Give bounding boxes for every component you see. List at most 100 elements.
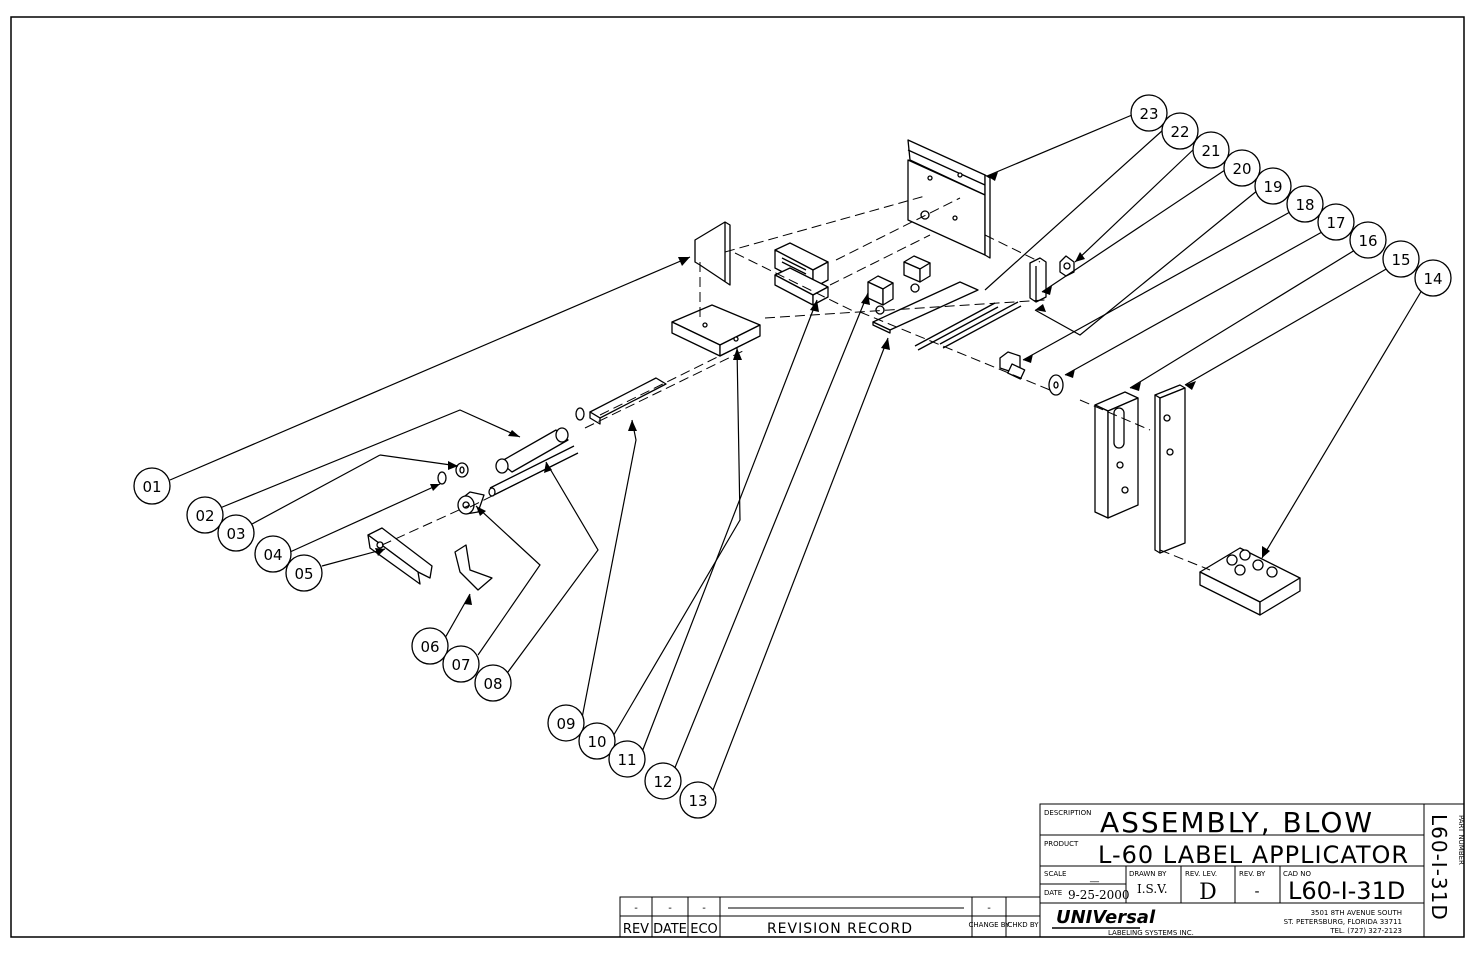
balloon-17: 17 xyxy=(1317,203,1355,241)
title-block xyxy=(1039,803,1465,938)
title-block-text: DESCRIPTION ASSEMBLY, BLOW PRODUCT L-60 … xyxy=(1044,806,1465,937)
part-block xyxy=(671,304,761,357)
svg-text:PRODUCT: PRODUCT xyxy=(1044,840,1079,848)
revision-record-header: REVISION RECORD xyxy=(767,921,913,937)
svg-text:-: - xyxy=(634,903,638,914)
balloon-03: 03 xyxy=(217,514,255,552)
balloon-15: 15 xyxy=(1382,240,1420,278)
description-value: ASSEMBLY, BLOW xyxy=(1100,806,1374,839)
balloon-20: 20 xyxy=(1223,149,1261,187)
svg-text:07: 07 xyxy=(451,656,470,674)
rev-header: REV xyxy=(623,922,649,937)
svg-text:02: 02 xyxy=(195,507,214,525)
balloon-16: 16 xyxy=(1349,221,1387,259)
leader-arrowheads xyxy=(375,172,1270,605)
part-bracket-plate xyxy=(694,221,731,286)
svg-text:05: 05 xyxy=(294,565,313,583)
svg-text:ST. PETERSBURG, FLORIDA 337: ST. PETERSBURG, FLORIDA 33711 xyxy=(1284,918,1402,926)
svg-text:16: 16 xyxy=(1358,232,1377,250)
svg-text:-: - xyxy=(1254,884,1259,900)
svg-text:20: 20 xyxy=(1232,160,1251,178)
part-number-value: L60-I-31D xyxy=(1427,814,1451,921)
svg-text:18: 18 xyxy=(1295,196,1314,214)
svg-text:REV. BY: REV. BY xyxy=(1239,870,1266,878)
part-back-plate xyxy=(907,139,991,259)
svg-text:3501 8TH AVENUE SOUTH: 3501 8TH AVENUE SOUTH xyxy=(1311,909,1402,917)
svg-text:03: 03 xyxy=(226,525,245,543)
part-flag xyxy=(454,544,493,591)
svg-text:09: 09 xyxy=(556,715,575,733)
part-bearing xyxy=(437,462,469,485)
drawn-by-value: I.S.V. xyxy=(1137,882,1168,896)
svg-text:22: 22 xyxy=(1170,123,1189,141)
svg-text:15: 15 xyxy=(1391,251,1410,269)
part-roller xyxy=(495,427,569,474)
svg-text:DESCRIPTION: DESCRIPTION xyxy=(1044,809,1091,817)
balloon-14: 14 xyxy=(1414,259,1452,297)
balloon-22: 22 xyxy=(1161,112,1199,150)
svg-text:12: 12 xyxy=(653,773,672,791)
part-arm xyxy=(367,527,433,585)
svg-text:11: 11 xyxy=(617,751,636,769)
svg-text:CAD NO: CAD NO xyxy=(1283,870,1312,878)
balloon-13: 13 xyxy=(679,781,717,819)
part-nozzle xyxy=(867,255,931,315)
date-value: 9-25-2000 xyxy=(1068,888,1130,902)
rev-level-value: D xyxy=(1199,880,1217,905)
part-tube-plate xyxy=(872,281,1022,351)
svg-text:01: 01 xyxy=(142,478,161,496)
svg-text:-: - xyxy=(668,903,672,914)
balloon-21: 21 xyxy=(1192,131,1230,169)
svg-text:19: 19 xyxy=(1263,178,1282,196)
universal-logo: UNIVersal xyxy=(1056,907,1156,928)
part-flat-rod xyxy=(575,377,667,425)
balloon-04: 04 xyxy=(254,535,292,573)
part-flat-bar xyxy=(1154,384,1186,554)
leader-lines xyxy=(169,114,1423,791)
svg-text:06: 06 xyxy=(420,638,439,656)
balloon-01: 01 xyxy=(133,467,171,505)
part-slotted-bar xyxy=(1094,391,1139,519)
svg-text:23: 23 xyxy=(1139,105,1158,123)
chkd-by-header: CHKD BY xyxy=(1007,921,1039,929)
revision-block-text: - - - - REV DATE ECO REVISION RECORD CHA… xyxy=(623,903,1039,937)
svg-text:21: 21 xyxy=(1201,142,1220,160)
svg-text:DATE: DATE xyxy=(1044,889,1062,897)
svg-text:LABELING SYSTEMS INC.: LABELING SYSTEMS INC. xyxy=(1108,929,1194,937)
part-manifold xyxy=(1199,547,1301,616)
part-slotted-blocks xyxy=(774,242,829,306)
date-header: DATE xyxy=(653,922,687,937)
svg-text:-: - xyxy=(702,903,706,914)
balloon-08: 08 xyxy=(474,664,512,702)
product-value: L-60 LABEL APPLICATOR xyxy=(1098,841,1409,869)
balloon-05: 05 xyxy=(285,554,323,592)
part-screw xyxy=(999,351,1064,396)
svg-text:04: 04 xyxy=(263,546,282,564)
balloon-18: 18 xyxy=(1286,185,1324,223)
svg-text:PART NUMBER: PART NUMBER xyxy=(1457,815,1465,865)
balloon-09: 09 xyxy=(547,704,585,742)
svg-text:__: __ xyxy=(1089,873,1100,883)
balloon-23: 23 xyxy=(1130,94,1168,132)
svg-text:14: 14 xyxy=(1423,270,1442,288)
balloon-10: 10 xyxy=(578,722,616,760)
svg-text:17: 17 xyxy=(1326,214,1345,232)
svg-text:TEL. (727) 327-2123: TEL. (727) 327-2123 xyxy=(1329,927,1402,935)
balloon-19: 19 xyxy=(1254,167,1292,205)
balloon-12: 12 xyxy=(644,762,682,800)
parts-drawing xyxy=(367,139,1301,616)
eco-header: ECO xyxy=(690,922,718,937)
balloon-07: 07 xyxy=(442,645,480,683)
balloon-06: 06 xyxy=(411,627,449,665)
svg-text:13: 13 xyxy=(688,792,707,810)
part-side-bracket xyxy=(1029,255,1075,303)
balloon-11: 11 xyxy=(608,740,646,778)
part-shaft xyxy=(488,445,579,497)
svg-text:10: 10 xyxy=(587,733,606,751)
balloon-02: 02 xyxy=(186,496,224,534)
svg-text:DRAWN BY: DRAWN BY xyxy=(1129,870,1167,878)
cad-number-value: L60-I-31D xyxy=(1288,877,1405,905)
change-by-header: CHANGE BY xyxy=(969,921,1011,929)
svg-text:SCALE: SCALE xyxy=(1044,870,1066,878)
